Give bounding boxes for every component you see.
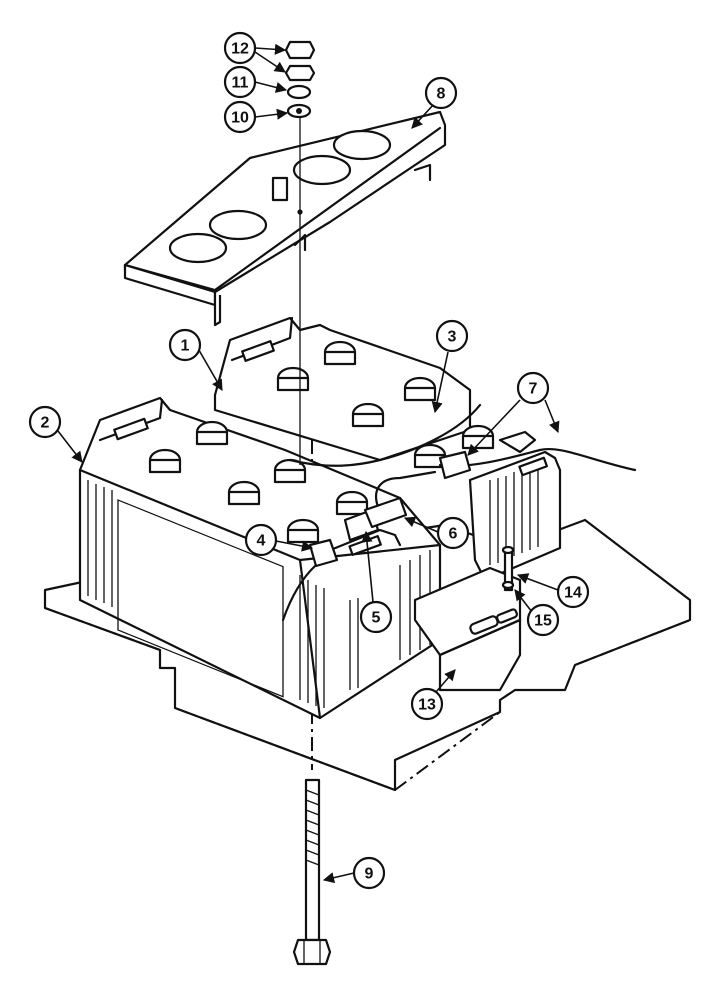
callout-3: 3: [431, 319, 469, 414]
svg-text:6: 6: [449, 526, 458, 543]
callout-12: 12: [223, 31, 287, 73]
callout-6: 6: [403, 516, 470, 550]
callout-9: 9: [322, 856, 386, 890]
callout-11: 11: [223, 65, 288, 99]
svg-text:7: 7: [529, 381, 538, 398]
svg-text:9: 9: [365, 866, 374, 883]
bracket-assembly: [413, 545, 522, 692]
svg-text:10: 10: [231, 110, 249, 127]
callout-2: 2: [28, 405, 83, 463]
svg-text:1: 1: [181, 338, 190, 355]
callout-7: 7: [467, 371, 560, 456]
svg-text:8: 8: [437, 86, 446, 103]
hold-down-clamp: [123, 110, 447, 327]
callout-4: 4: [244, 523, 314, 557]
callout-14: 14: [516, 573, 590, 609]
battery-rear: [213, 316, 495, 462]
svg-text:5: 5: [372, 610, 381, 627]
battery-front: [78, 396, 447, 720]
callout-13: 13: [410, 669, 456, 721]
svg-text:3: 3: [448, 329, 457, 346]
svg-text:15: 15: [534, 613, 552, 630]
svg-text:13: 13: [418, 697, 436, 714]
callout-15: 15: [514, 589, 560, 637]
callout-5: 5: [359, 530, 393, 634]
svg-text:4: 4: [257, 533, 266, 550]
cables: [281, 403, 637, 622]
svg-text:12: 12: [231, 41, 249, 58]
callout-10: 10: [223, 100, 289, 134]
front-ribs: [87, 480, 431, 708]
callout-1: 1: [168, 328, 223, 391]
hardware-stack: [284, 40, 316, 465]
callout-8: 8: [411, 76, 458, 129]
vent-caps-front: [148, 420, 447, 544]
callouts: 1 2 3 4 5 6 7 8: [28, 31, 590, 890]
svg-text:11: 11: [232, 75, 249, 92]
svg-text:2: 2: [41, 415, 50, 432]
svg-text:14: 14: [564, 585, 582, 602]
battery-right: [468, 450, 562, 582]
